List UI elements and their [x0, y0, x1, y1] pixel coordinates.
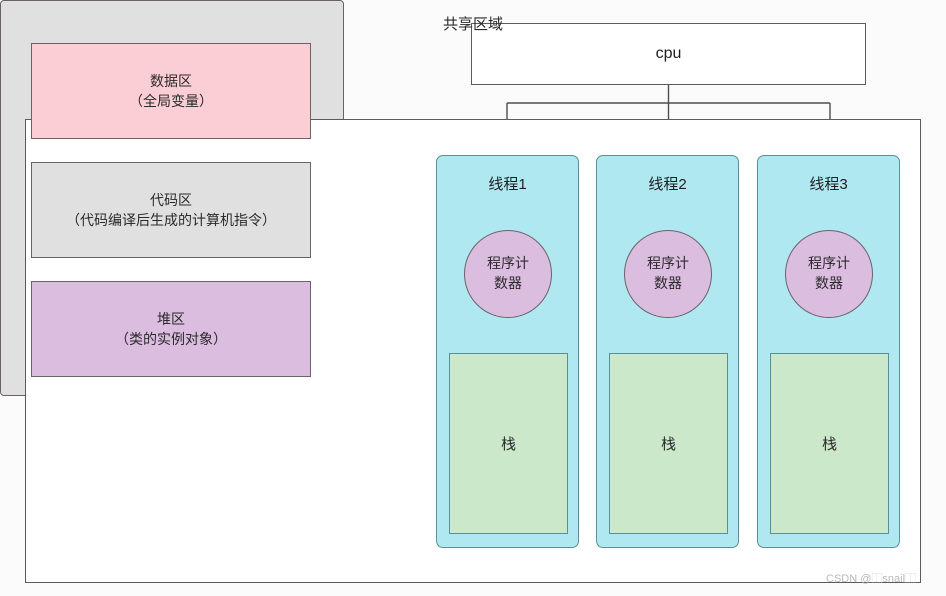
heap-area-label-secondary: （类的实例对象）: [115, 331, 227, 347]
shared-region-box: 共享区域 数据区 （全局变量） 代码区 （代码编译后生成的计算机指令） 堆区 （…: [0, 0, 503, 396]
stack-box-1: 栈: [449, 353, 568, 534]
code-area-label-primary: 代码区: [150, 191, 192, 208]
shared-region-title: 共享区域: [442, 16, 503, 33]
stack-3-label: 栈: [821, 436, 837, 453]
pc-3-label-line1: 程序计: [808, 255, 850, 272]
thread-box-1: 线程1 程序计 数器 栈: [436, 155, 579, 548]
code-area-box: 代码区 （代码编译后生成的计算机指令）: [31, 162, 311, 258]
thread-2-title: 线程2: [648, 176, 687, 193]
stack-1-label: 栈: [500, 436, 516, 453]
cpu-box: cpu: [471, 23, 866, 85]
csdn-watermark: CSDN @⿰snail⿰: [826, 573, 917, 585]
data-area-box: 数据区 （全局变量）: [31, 43, 311, 139]
code-area-label-secondary: （代码编译后生成的计算机指令）: [66, 212, 276, 228]
cpu-label: cpu: [655, 45, 682, 63]
heap-area-box: 堆区 （类的实例对象）: [31, 281, 311, 377]
heap-area-label-primary: 堆区: [157, 310, 185, 327]
stack-box-2: 栈: [609, 353, 728, 534]
pc-1-label-line2: 数器: [494, 275, 522, 291]
data-area-label-primary: 数据区: [150, 72, 192, 89]
stack-2-label: 栈: [660, 436, 676, 453]
pc-3-label-line2: 数器: [815, 275, 843, 291]
thread-box-2: 线程2 程序计 数器 栈: [596, 155, 739, 548]
program-counter-circle-1: 程序计 数器: [464, 230, 552, 318]
data-area-label-secondary: （全局变量）: [129, 93, 213, 109]
thread-1-title: 线程1: [488, 176, 527, 193]
pc-2-label-line2: 数器: [654, 275, 682, 291]
stack-box-3: 栈: [770, 353, 889, 534]
pc-2-label-line1: 程序计: [647, 255, 689, 272]
program-counter-circle-2: 程序计 数器: [624, 230, 712, 318]
program-counter-circle-3: 程序计 数器: [785, 230, 873, 318]
thread-3-title: 线程3: [809, 176, 848, 193]
pc-1-label-line1: 程序计: [487, 255, 529, 272]
thread-box-3: 线程3 程序计 数器 栈: [757, 155, 900, 548]
